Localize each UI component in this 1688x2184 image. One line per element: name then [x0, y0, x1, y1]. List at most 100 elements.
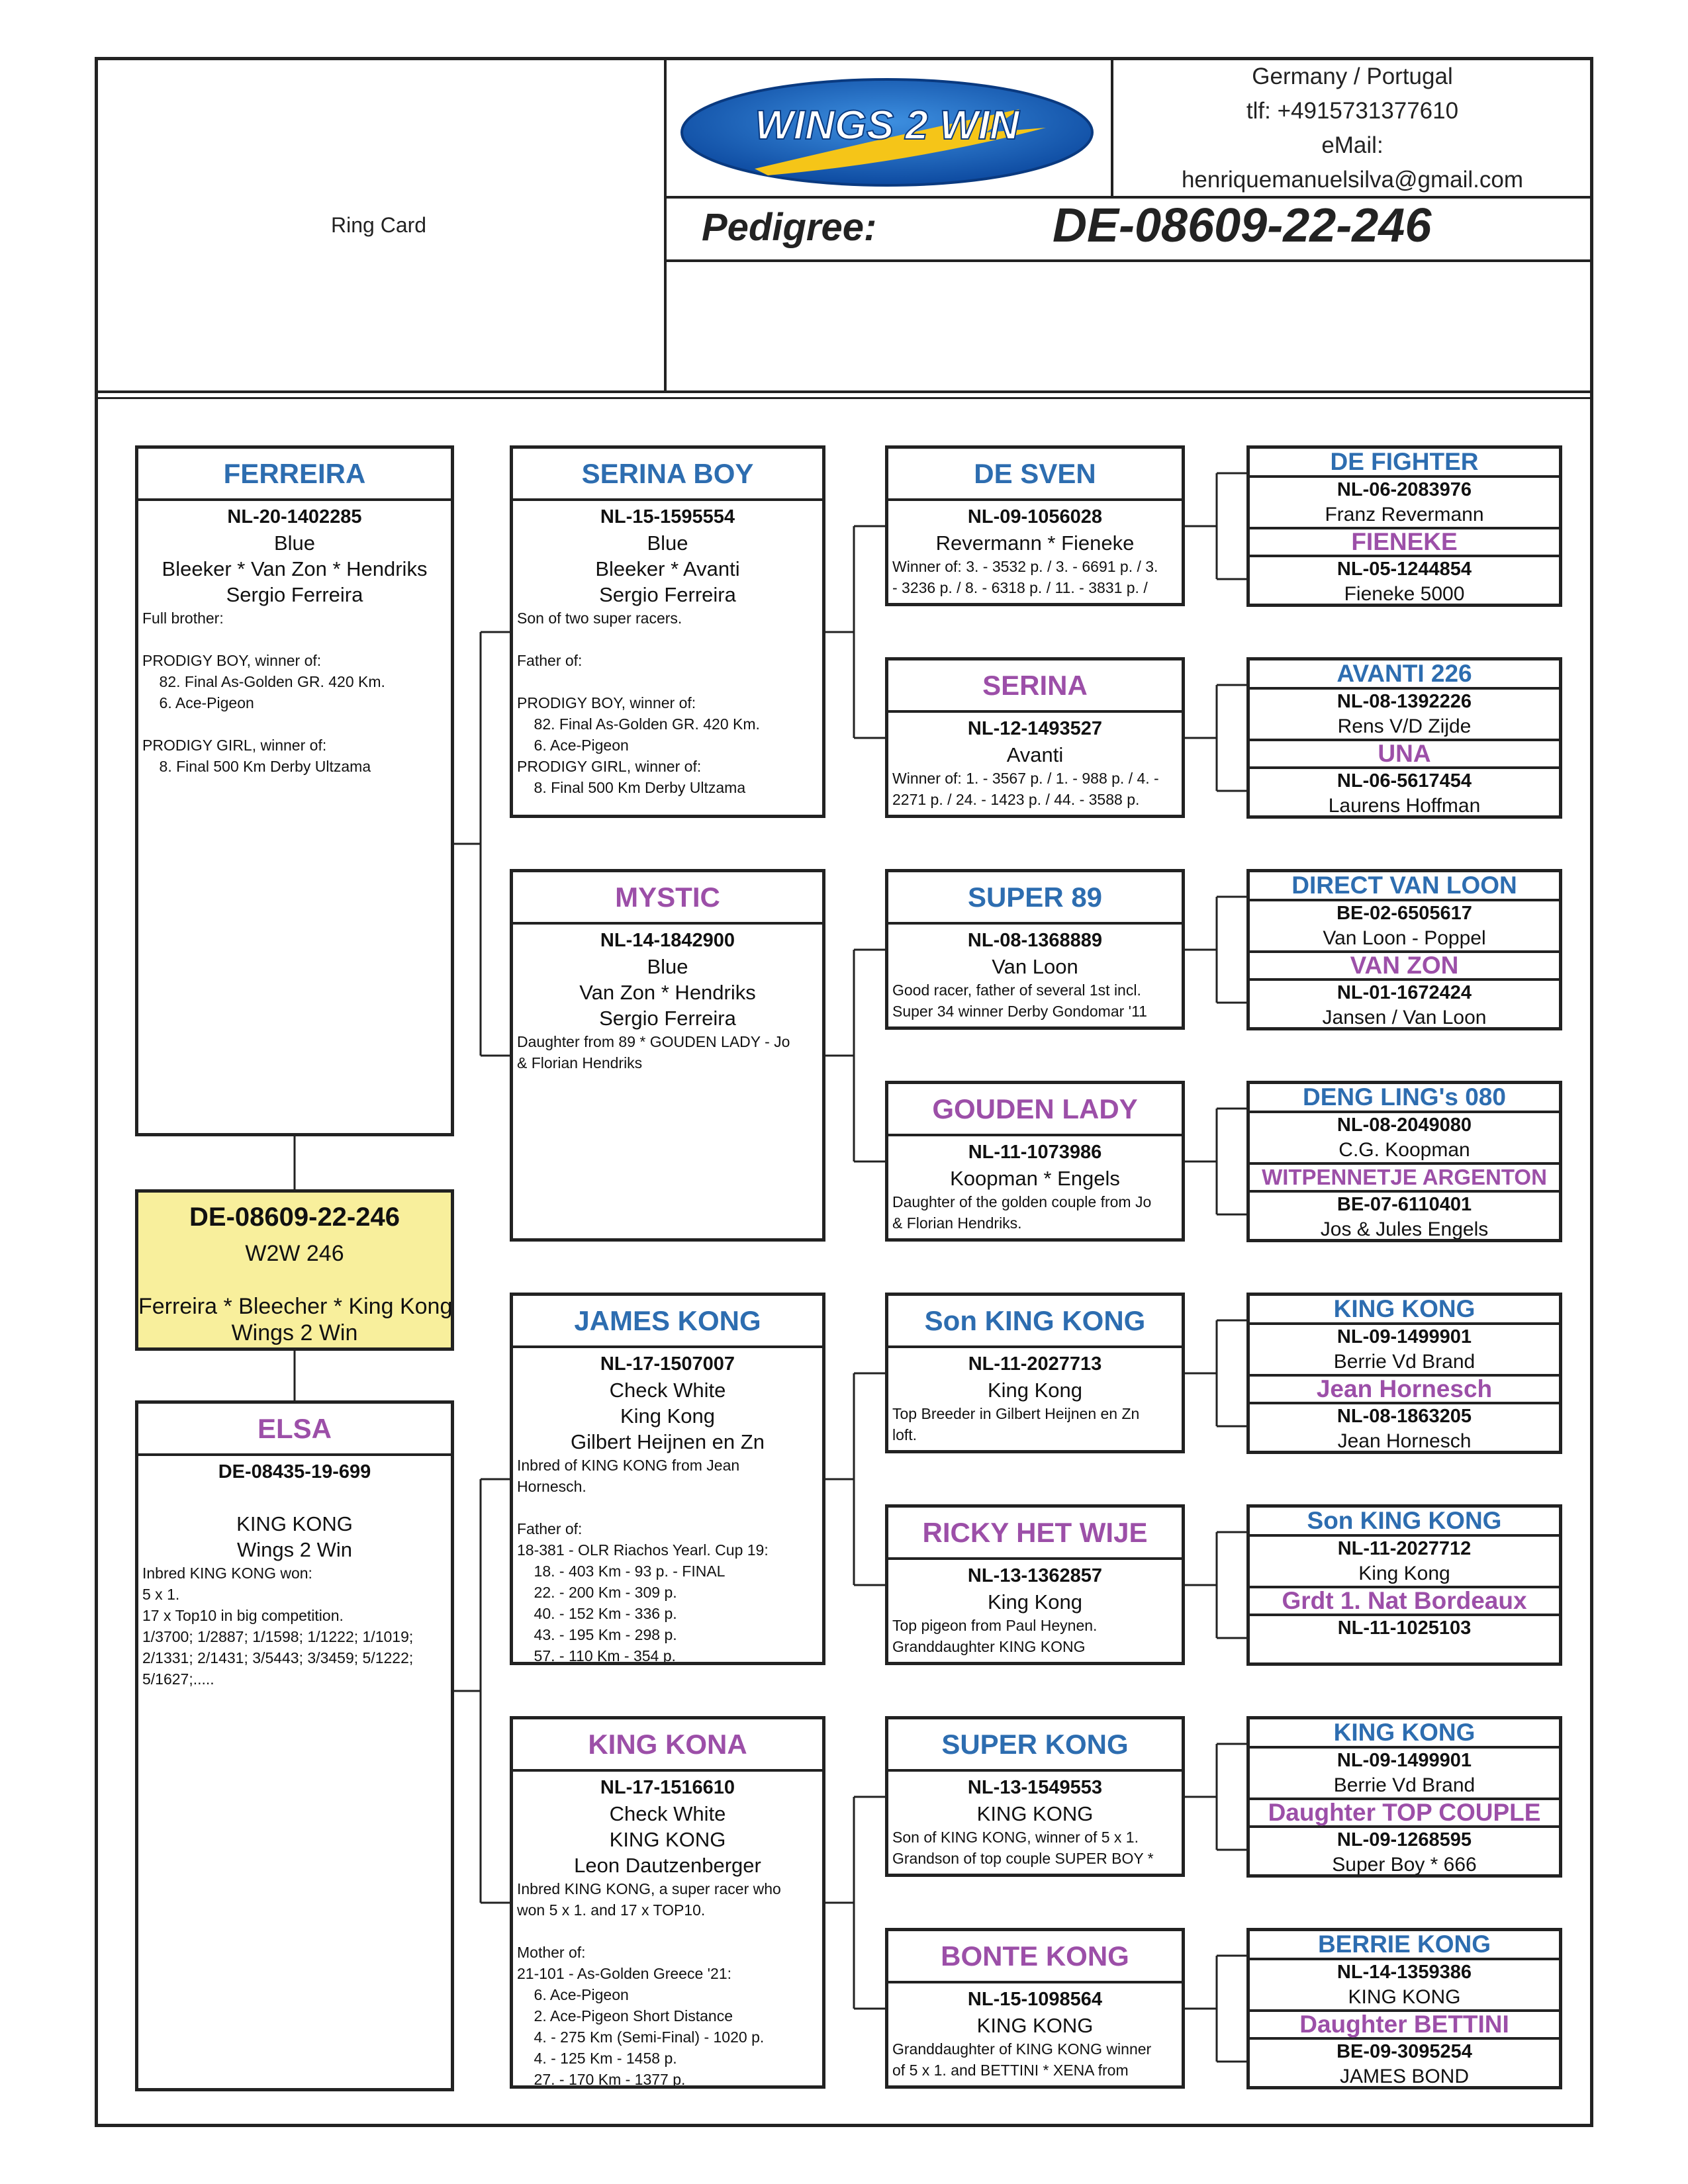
- gen2-breeder: Leon Dautzenberger: [574, 1854, 761, 1877]
- contact-phone: tlf: +4915731377610: [1246, 98, 1459, 124]
- gen2-breeder: Sergio Ferreira: [599, 1007, 736, 1030]
- gen4-pair-3[interactable]: DIRECT VAN LOON BE-02-6505617 Van Loon -…: [1246, 869, 1562, 1030]
- gen3-ring: NL-12-1493527: [967, 718, 1103, 739]
- gen4-dam-owner: Laurens Hoffman: [1328, 795, 1481, 817]
- gen2-card-mystic[interactable]: MYSTIC NL-14-1842900 Blue Van Zon * Hend…: [510, 869, 825, 1242]
- gen4-sire-ring: NL-06-2083976: [1336, 479, 1472, 500]
- header-divider-h2: [664, 259, 1591, 262]
- subject-card[interactable]: DE-08609-22-246 W2W 246 Ferreira * Bleec…: [135, 1189, 454, 1351]
- gen3-card-super-89[interactable]: SUPER 89 NL-08-1368889 Van Loon Good rac…: [885, 869, 1185, 1030]
- gen2-name: SERINA BOY: [513, 449, 822, 501]
- gen3-strain: Koopman * Engels: [950, 1167, 1120, 1190]
- gen3-notes: Granddaughter of KING KONG winner of 5 x…: [892, 2040, 1152, 2085]
- gen2-notes: Son of two super racers. Father of: PROD…: [517, 610, 760, 796]
- gen3-ring: NL-08-1368889: [967, 930, 1103, 951]
- gen3-name: SUPER KONG: [888, 1719, 1182, 1772]
- gen2-color: Check White: [609, 1379, 726, 1402]
- contact-email[interactable]: henriquemanuelsilva@gmail.com: [1181, 167, 1524, 193]
- subject-ring: DE-08609-22-246: [189, 1203, 400, 1232]
- gen4-dam-ring: NL-01-1672424: [1336, 982, 1472, 1003]
- gen4-dam-ring: BE-07-6110401: [1336, 1194, 1472, 1215]
- gen4-sire-owner: Rens V/D Zijde: [1337, 715, 1472, 737]
- pedigree-label: Pedigree:: [702, 206, 877, 249]
- gen4-sire-ring: NL-08-2049080: [1336, 1115, 1472, 1136]
- subject-owner: Wings 2 Win: [231, 1320, 358, 1345]
- gen4-dam-ring: NL-09-1268595: [1336, 1829, 1472, 1850]
- gen4-sire-name: Son KING KONG: [1250, 1508, 1559, 1537]
- gen2-strain: KING KONG: [609, 1828, 726, 1851]
- gen2-name: JAMES KONG: [513, 1296, 822, 1348]
- gen4-pair-4[interactable]: DENG LING's 080 NL-08-2049080 C.G. Koopm…: [1246, 1081, 1562, 1242]
- sire-card[interactable]: FERREIRA NL-20-1402285 Blue Bleeker * Va…: [135, 445, 454, 1136]
- gen3-card-son-king-kong[interactable]: Son KING KONG NL-11-2027713 King Kong To…: [885, 1293, 1185, 1453]
- gen4-pair-2[interactable]: AVANTI 226 NL-08-1392226 Rens V/D Zijde …: [1246, 657, 1562, 819]
- gen2-notes: Inbred of KING KONG from Jean Hornesch. …: [517, 1457, 769, 1664]
- gen4-sire-ring: NL-14-1359386: [1336, 1962, 1472, 1983]
- gen4-dam-ring: NL-08-1863205: [1336, 1406, 1472, 1427]
- gen4-pair-6[interactable]: Son KING KONG NL-11-2027712 King Kong Gr…: [1246, 1504, 1562, 1666]
- header-divider-h1: [664, 196, 1591, 199]
- gen4-sire-name: KING KONG: [1250, 1719, 1559, 1749]
- gen4-pair-1[interactable]: DE FIGHTER NL-06-2083976 Franz Revermann…: [1246, 445, 1562, 607]
- gen3-card-gouden-lady[interactable]: GOUDEN LADY NL-11-1073986 Koopman * Enge…: [885, 1081, 1185, 1242]
- gen3-name: RICKY HET WIJE: [888, 1508, 1182, 1560]
- gen3-ring: NL-15-1098564: [967, 1989, 1103, 2010]
- gen2-ring: NL-17-1516610: [600, 1777, 735, 1798]
- gen3-ring: NL-11-1073986: [968, 1142, 1102, 1163]
- sire-strain: Bleeker * Van Zon * Hendriks: [162, 557, 428, 580]
- gen4-sire-ring: NL-09-1499901: [1336, 1750, 1472, 1771]
- gen3-ring: NL-09-1056028: [967, 506, 1103, 527]
- gen4-pair-5[interactable]: KING KONG NL-09-1499901 Berrie Vd Brand …: [1246, 1293, 1562, 1454]
- header-bottom: [96, 390, 1592, 393]
- gen3-notes: Good racer, father of several 1st incl. …: [892, 981, 1147, 1020]
- gen3-card-super-kong[interactable]: SUPER KONG NL-13-1549553 KING KONG Son o…: [885, 1716, 1185, 1877]
- gen4-sire-name: BERRIE KONG: [1250, 1931, 1559, 1960]
- gen4-dam-name: Jean Hornesch: [1250, 1375, 1559, 1404]
- gen4-dam-ring: NL-11-1025103: [1337, 1617, 1472, 1639]
- gen4-pair-7[interactable]: KING KONG NL-09-1499901 Berrie Vd Brand …: [1246, 1716, 1562, 1878]
- gen2-color: Check White: [609, 1802, 726, 1825]
- gen4-sire-ring: NL-11-2027712: [1337, 1538, 1472, 1559]
- gen2-card-king-kona[interactable]: KING KONA NL-17-1516610 Check White KING…: [510, 1716, 825, 2089]
- gen2-strain: Van Zon * Hendriks: [579, 981, 756, 1004]
- gen3-name: GOUDEN LADY: [888, 1084, 1182, 1136]
- gen4-sire-owner: Berrie Vd Brand: [1333, 1774, 1476, 1796]
- gen2-card-james-kong[interactable]: JAMES KONG NL-17-1507007 Check White Kin…: [510, 1293, 825, 1665]
- subject-name: W2W 246: [245, 1241, 344, 1266]
- gen4-sire-owner: KING KONG: [1348, 1986, 1461, 2008]
- sire-name: FERREIRA: [138, 449, 451, 501]
- gen4-sire-ring: NL-09-1499901: [1336, 1326, 1472, 1347]
- dam-card[interactable]: ELSA DE-08435-19-699 KING KONG Wings 2 W…: [135, 1400, 454, 2091]
- gen3-ring: NL-13-1549553: [967, 1777, 1103, 1798]
- gen3-card-serina[interactable]: SERINA NL-12-1493527 Avanti Winner of: 1…: [885, 657, 1185, 818]
- gen3-card-de-sven[interactable]: DE SVEN NL-09-1056028 Revermann * Fienek…: [885, 445, 1185, 606]
- gen3-name: DE SVEN: [888, 449, 1182, 501]
- gen4-sire-ring: BE-02-6505617: [1336, 903, 1472, 924]
- gen4-dam-ring: NL-05-1244854: [1336, 559, 1472, 580]
- header-bottom-2: [96, 397, 1592, 399]
- gen3-card-bonte-kong[interactable]: BONTE KONG NL-15-1098564 KING KONG Grand…: [885, 1928, 1185, 2089]
- dam-notes: Inbred KING KONG won: 5 x 1. 17 x Top10 …: [142, 1565, 414, 1688]
- ring-card-label: Ring Card: [331, 213, 427, 237]
- gen3-notes: Winner of: 1. - 3567 p. / 1. - 988 p. / …: [892, 770, 1159, 808]
- gen4-dam-owner: Jos & Jules Engels: [1320, 1218, 1489, 1240]
- gen3-card-ricky-het-wije[interactable]: RICKY HET WIJE NL-13-1362857 King Kong T…: [885, 1504, 1185, 1665]
- gen2-card-serina-boy[interactable]: SERINA BOY NL-15-1595554 Blue Bleeker * …: [510, 445, 825, 818]
- dam-breeder: Wings 2 Win: [237, 1538, 352, 1561]
- gen4-dam-ring: NL-06-5617454: [1336, 770, 1472, 792]
- contact-country: Germany / Portugal: [1252, 64, 1453, 89]
- gen2-strain: Bleeker * Avanti: [595, 557, 740, 580]
- gen4-pair-8[interactable]: BERRIE KONG NL-14-1359386 KING KONG Daug…: [1246, 1928, 1562, 2089]
- gen4-dam-name: FIENEKE: [1250, 528, 1559, 557]
- gen3-strain: Van Loon: [992, 955, 1078, 978]
- gen3-strain: Revermann * Fieneke: [935, 531, 1135, 555]
- gen4-dam-name: WITPENNETJE ARGENTON: [1250, 1165, 1559, 1193]
- gen2-color: Blue: [647, 955, 688, 978]
- gen4-dam-name: UNA: [1250, 740, 1559, 769]
- sire-ring: NL-20-1402285: [227, 506, 362, 527]
- gen4-sire-owner: Franz Revermann: [1325, 504, 1484, 525]
- gen4-sire-ring: NL-08-1392226: [1336, 691, 1472, 712]
- gen3-strain: King Kong: [987, 1379, 1083, 1402]
- gen2-name: KING KONA: [513, 1719, 822, 1772]
